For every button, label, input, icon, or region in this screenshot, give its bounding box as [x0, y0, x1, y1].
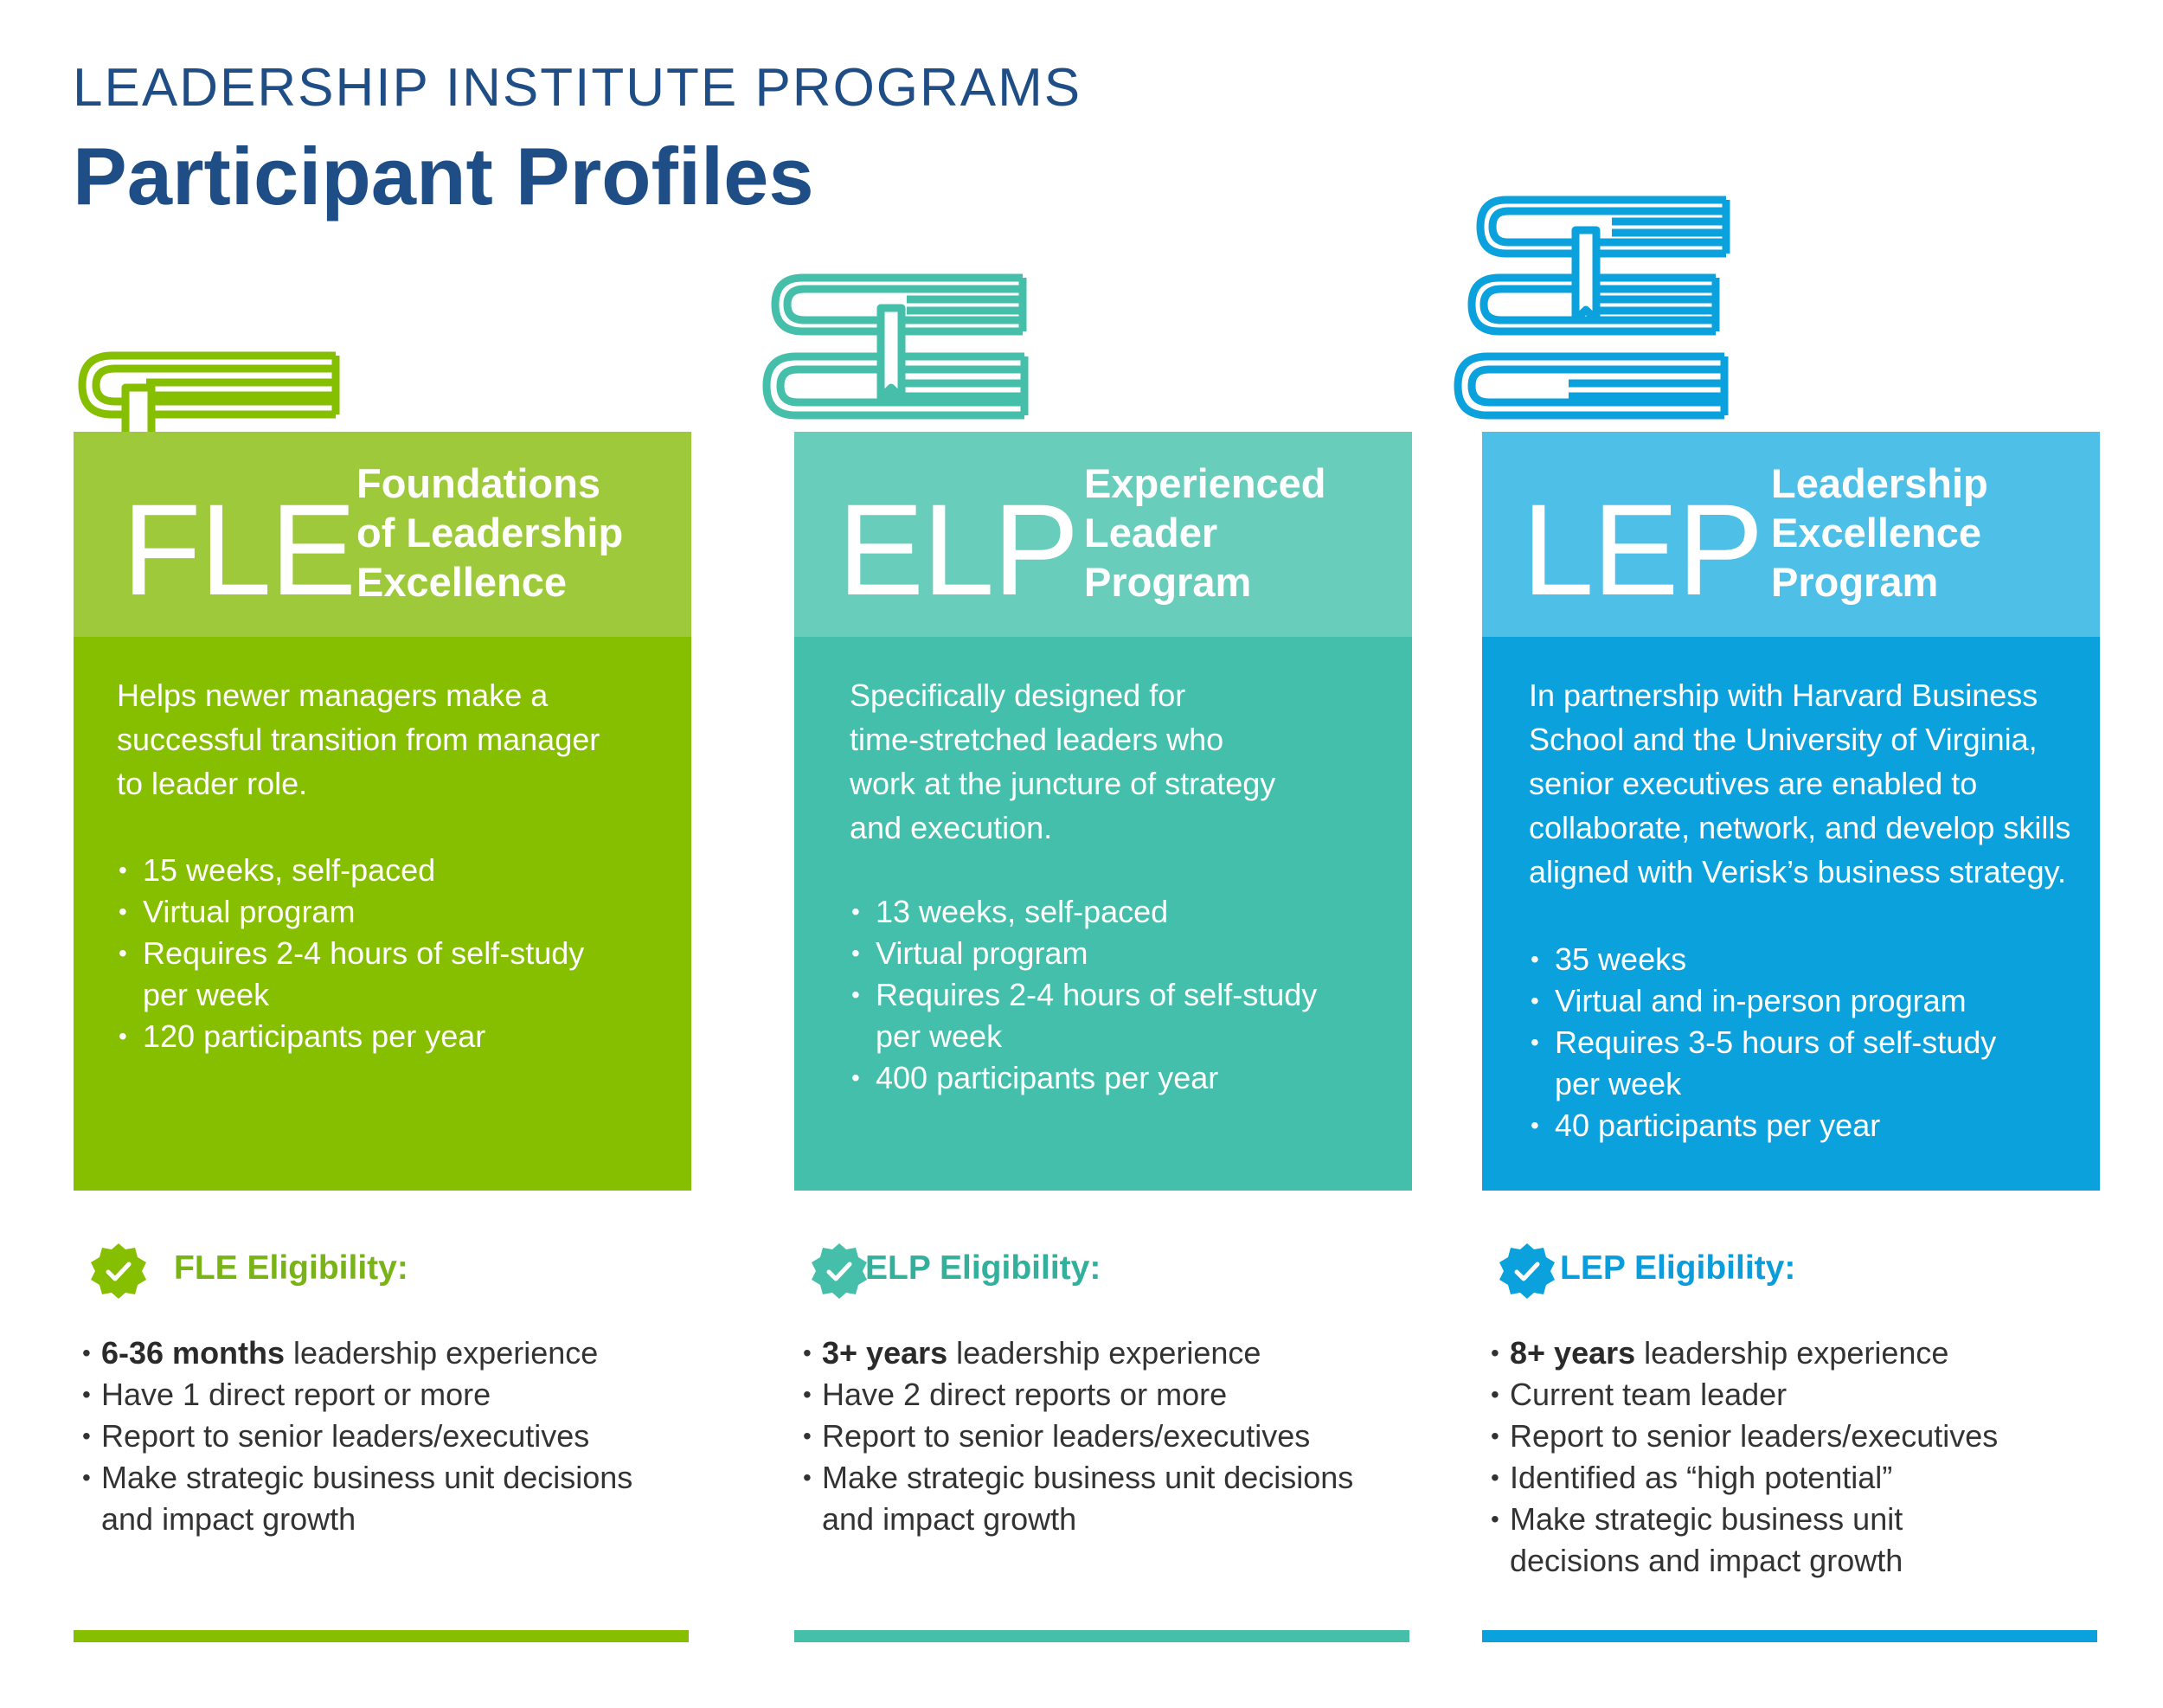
detail-item: 400 participants per year	[850, 1057, 1412, 1099]
page-title: Participant Profiles	[73, 131, 814, 222]
eligibility-item-continued: and impact growth	[822, 1501, 1077, 1537]
eligibility-item: Make strategic business unit decisions	[803, 1457, 1409, 1499]
eligibility-item: Make strategic business unit	[1491, 1499, 2096, 1540]
eligibility-item-text: leadership experience	[947, 1335, 1261, 1371]
detail-item: Virtual and in-person program	[1529, 980, 2091, 1022]
program-name-line: Foundations	[356, 460, 600, 506]
detail-item: Requires 3-5 hours of self-study	[1529, 1022, 2091, 1063]
eligibility-list: 6-36 months leadership experience Have 1…	[82, 1332, 688, 1540]
eligibility-item: Have 2 direct reports or more	[803, 1374, 1409, 1416]
program-details: 15 weeks, self-paced Virtual program Req…	[117, 850, 679, 1057]
program-details: 35 weeks Virtual and in-person program R…	[1529, 939, 2091, 1146]
description-line: successful transition from manager	[117, 722, 600, 757]
description-line: aligned with Verisk’s business strategy.	[1529, 854, 2066, 889]
description-line: senior executives are enabled to	[1529, 766, 1978, 801]
program-name-line: Experienced	[1084, 460, 1326, 506]
program-name-line: Program	[1771, 559, 1939, 605]
program-header-elp	[794, 432, 1412, 637]
eligibility-item: Report to senior leaders/executives	[82, 1416, 688, 1457]
detail-item: Virtual program	[117, 891, 679, 933]
eligibility-item: Make strategic business unit decisions	[82, 1457, 688, 1499]
program-description: In partnership with Harvard Business Sch…	[1529, 673, 2074, 894]
description-line: School and the University of Virginia,	[1529, 722, 2038, 757]
bottom-rule	[794, 1630, 1409, 1642]
program-header-fle	[74, 432, 691, 637]
eligibility-item-text: leadership experience	[1635, 1335, 1949, 1371]
program-column-lep: LEP Leadership Excellence Program In par…	[1454, 0, 2100, 1708]
eligibility-item-emphasis: 8+ years	[1510, 1335, 1636, 1371]
detail-item: 35 weeks	[1529, 939, 2091, 980]
detail-item: 13 weeks, self-paced	[850, 891, 1412, 933]
eligibility-title: FLE Eligibility:	[174, 1249, 408, 1287]
eligibility-item-emphasis: 6-36 months	[101, 1335, 286, 1371]
program-column-fle: FLE Foundations of Leadership Excellence…	[74, 0, 691, 1708]
program-name: Leadership Excellence Program	[1771, 459, 2100, 607]
book-stack-icon	[762, 273, 1029, 420]
detail-item-continued: per week	[876, 1018, 1003, 1054]
eligibility-item-continued: and impact growth	[101, 1501, 356, 1537]
badge-check-icon	[812, 1243, 867, 1299]
eligibility-item-continued: decisions and impact growth	[1510, 1543, 1903, 1578]
description-line: Specifically designed for	[850, 677, 1186, 713]
eligibility-title: LEP Eligibility:	[1560, 1249, 1796, 1287]
program-body-lep	[1482, 637, 2100, 1191]
eligibility-title: ELP Eligibility:	[865, 1249, 1101, 1287]
eligibility-item-emphasis: 3+ years	[822, 1335, 948, 1371]
eligibility-item: 6-36 months leadership experience	[82, 1332, 688, 1374]
program-acronym: LEP	[1522, 477, 1764, 622]
detail-item: 120 participants per year	[117, 1016, 679, 1057]
eligibility-item: Have 1 direct report or more	[82, 1374, 688, 1416]
program-name: Foundations of Leadership Excellence	[356, 459, 685, 607]
eligibility-item: 3+ years leadership experience	[803, 1332, 1409, 1374]
bottom-rule	[1482, 1630, 2097, 1642]
program-name-line: of Leadership	[356, 510, 624, 555]
detail-item: 15 weeks, self-paced	[117, 850, 679, 891]
program-column-elp: ELP Experienced Leader Program Specifica…	[762, 0, 1413, 1708]
eligibility-item: Current team leader	[1491, 1374, 2096, 1416]
eligibility-item: Report to senior leaders/executives	[803, 1416, 1409, 1457]
detail-item: Requires 2-4 hours of self-study	[850, 974, 1412, 1016]
program-description: Helps newer managers make a successful t…	[117, 673, 662, 806]
program-acronym: FLE	[122, 477, 356, 622]
description-line: In partnership with Harvard Business	[1529, 677, 2038, 713]
description-line: to leader role.	[117, 766, 308, 801]
program-name-line: Leadership	[1771, 460, 1988, 506]
detail-item-continued: per week	[143, 977, 270, 1012]
program-acronym: ELP	[838, 477, 1080, 622]
eligibility-item: 8+ years leadership experience	[1491, 1332, 2096, 1374]
detail-item: Virtual program	[850, 933, 1412, 974]
program-name-line: Leader	[1084, 510, 1218, 555]
program-name-line: Program	[1084, 559, 1252, 605]
badge-check-icon	[91, 1243, 146, 1299]
program-name: Experienced Leader Program	[1084, 459, 1413, 607]
description-line: Helps newer managers make a	[117, 677, 549, 713]
program-header-lep	[1482, 432, 2100, 637]
description-line: collaborate, network, and develop skills	[1529, 810, 2071, 845]
detail-item: Requires 2-4 hours of self-study	[117, 933, 679, 974]
program-description: Specifically designed for time-stretched…	[850, 673, 1395, 850]
bottom-rule	[74, 1630, 689, 1642]
program-details: 13 weeks, self-paced Virtual program Req…	[850, 891, 1412, 1099]
program-name-line: Excellence	[1771, 510, 1982, 555]
detail-item-continued: per week	[1555, 1066, 1682, 1101]
book-stack-icon	[78, 351, 340, 467]
book-stack-icon	[1454, 196, 1730, 420]
eligibility-list: 8+ years leadership experience Current t…	[1491, 1332, 2096, 1582]
description-line: time-stretched leaders who	[850, 722, 1224, 757]
eligibility-item-text: leadership experience	[285, 1335, 599, 1371]
eligibility-list: 3+ years leadership experience Have 2 di…	[803, 1332, 1409, 1540]
description-line: and execution.	[850, 810, 1053, 845]
eligibility-item: Report to senior leaders/executives	[1491, 1416, 2096, 1457]
section-kicker: LEADERSHIP INSTITUTE PROGRAMS	[73, 58, 1082, 118]
description-line: work at the juncture of strategy	[850, 766, 1276, 801]
program-name-line: Excellence	[356, 559, 568, 605]
badge-check-icon	[1499, 1243, 1555, 1299]
detail-item: 40 participants per year	[1529, 1105, 2091, 1146]
eligibility-item: Identified as “high potential”	[1491, 1457, 2096, 1499]
